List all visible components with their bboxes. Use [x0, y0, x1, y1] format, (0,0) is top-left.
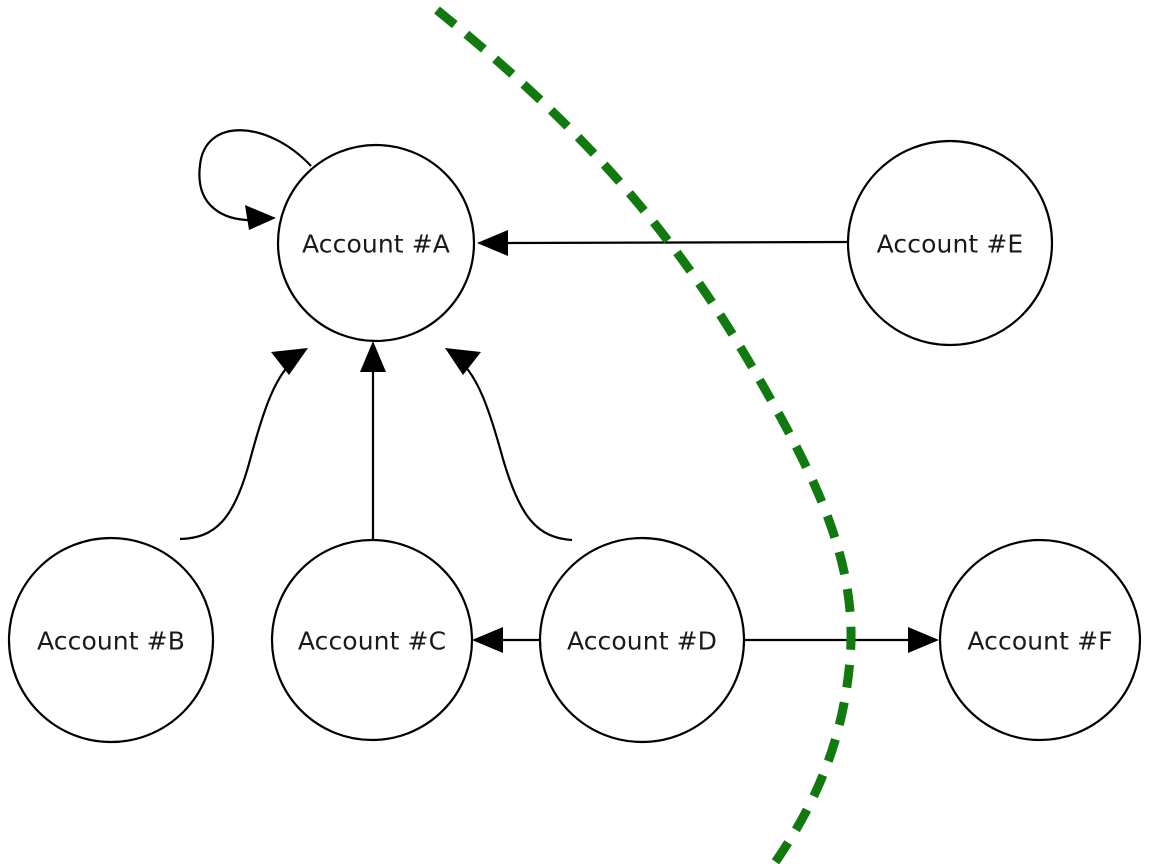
- trust-boundary-dashed-curve: [434, 6, 856, 864]
- node-account-f[interactable]: Account #F: [938, 538, 1142, 742]
- edge-group: [179, 129, 939, 653]
- node-account-c[interactable]: Account #C: [270, 538, 474, 742]
- edge-b-to-a[interactable]: [179, 348, 308, 541]
- edge-d-to-a-arrowhead: [445, 348, 481, 375]
- edge-d-to-c[interactable]: [472, 627, 540, 653]
- edge-d-to-c-arrowhead: [472, 627, 503, 653]
- node-account-b[interactable]: Account #B: [7, 536, 215, 744]
- edge-d-to-f-arrowhead: [908, 627, 939, 653]
- node-account-f-circle: [938, 538, 1142, 742]
- edge-e-to-a[interactable]: [477, 230, 849, 256]
- node-account-a[interactable]: Account #A: [276, 143, 476, 343]
- trust-boundary: [434, 6, 856, 864]
- node-account-d[interactable]: Account #D: [538, 536, 746, 744]
- node-account-b-circle: [7, 536, 215, 744]
- node-account-c-circle: [270, 538, 474, 742]
- edge-c-to-a-arrowhead: [360, 341, 386, 372]
- node-account-b-label: Account #B: [37, 627, 185, 656]
- edge-b-to-a-arrowhead: [271, 348, 308, 375]
- edge-a-to-a-self-loop-path: [198, 129, 312, 222]
- edge-b-to-a-path: [179, 361, 293, 541]
- node-account-e-circle: [846, 139, 1054, 347]
- node-account-a-label: Account #A: [302, 230, 450, 259]
- edge-a-to-a-self-loop[interactable]: [198, 129, 312, 230]
- edge-e-to-a-arrowhead: [477, 230, 508, 256]
- node-account-d-circle: [538, 536, 746, 744]
- edge-d-to-a-path: [460, 361, 573, 542]
- edge-d-to-a[interactable]: [445, 348, 573, 542]
- node-group: Account #A Account #B Account #C Account…: [7, 139, 1142, 744]
- edge-c-to-a[interactable]: [360, 341, 386, 540]
- node-account-e[interactable]: Account #E: [846, 139, 1054, 347]
- node-account-f-label: Account #F: [967, 627, 1112, 656]
- node-account-a-circle: [276, 143, 476, 343]
- edge-a-to-a-arrowhead: [245, 205, 276, 230]
- edge-e-to-a-path: [500, 240, 849, 245]
- node-account-c-label: Account #C: [298, 627, 446, 656]
- node-account-e-label: Account #E: [877, 230, 1024, 259]
- edge-d-to-f[interactable]: [744, 627, 939, 653]
- node-account-d-label: Account #D: [567, 627, 717, 656]
